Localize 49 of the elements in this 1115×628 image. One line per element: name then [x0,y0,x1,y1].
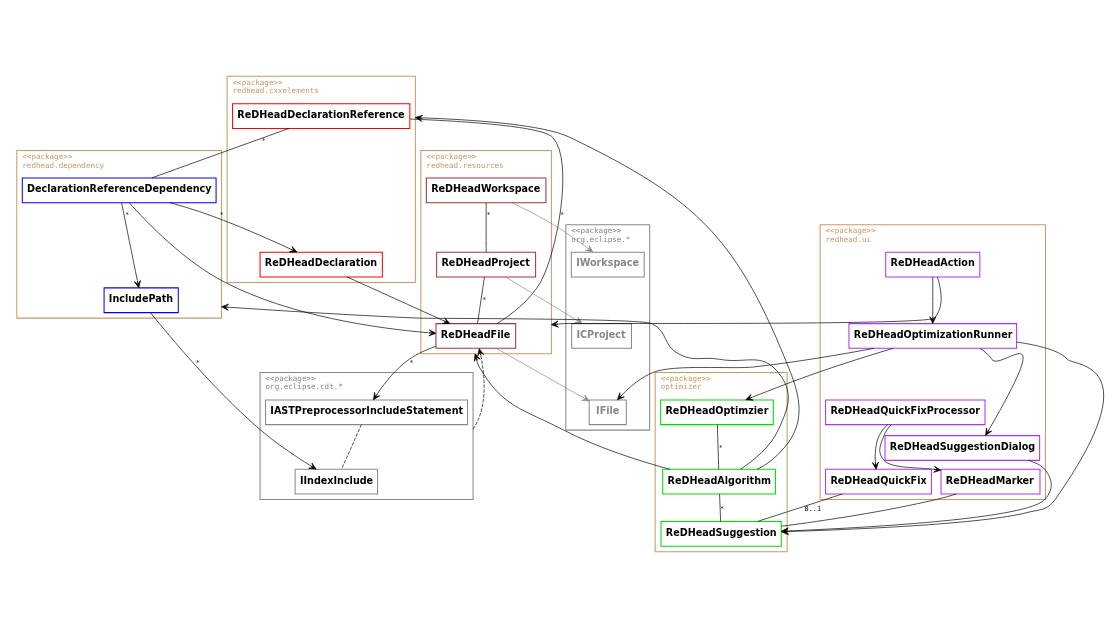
arrow [473,353,671,470]
arrow [169,202,298,253]
connector [717,424,720,470]
node-box: ICProject [571,323,632,349]
arrow [121,202,141,289]
node-box: ReDHeadOptimzier [660,399,774,426]
node-box: IIndexInclude [294,468,379,495]
arrow [505,276,583,324]
arrow [511,202,594,253]
arrow [373,345,437,401]
arrow [617,348,875,401]
arrow [150,312,317,470]
node-box: ReDHeadOptimizationRunner [848,323,1018,349]
node-box: IWorkspace [570,251,645,278]
connector [719,493,721,522]
connector [151,128,290,179]
arrow [496,348,590,402]
node-box: ReDHeadFile [435,323,517,349]
node-box: ReDHeadSuggestion [660,521,782,547]
arrow [745,348,894,401]
arrow [346,276,451,324]
connector [757,493,843,522]
arrow [221,303,789,470]
arrow [872,424,888,470]
arrow [415,115,800,470]
arrow [551,276,942,328]
arrow [472,348,485,430]
node-box: ReDHeadDeclaration [259,251,383,278]
connector [477,276,485,324]
node-box: ReDHeadSuggestionDialog [884,435,1041,461]
arrow [128,202,437,337]
arrow [979,348,1024,436]
node-box: ReDHeadProject [436,251,537,278]
node-box: ReDHeadMarker [940,468,1041,495]
connector [781,493,957,527]
node-box: DeclarationReferenceDependency [21,177,217,204]
node-box: IFile [588,399,627,426]
node-box: ReDHeadAlgorithm [662,468,776,495]
node-box: ReDHeadWorkspace [425,177,547,204]
node-box: ReDHeadDeclarationReference [232,103,411,129]
node-box: ReDHeadQuickFixProcessor [825,399,986,426]
connector [409,118,564,324]
connector [341,424,362,470]
node-box: ReDHeadAction [885,251,981,278]
arrow [879,424,942,473]
node-box: IASTPreprocessorIncludeStatement [265,399,469,426]
arrow [929,276,937,324]
node-box: ReDHeadQuickFix [825,468,932,495]
node-box: IncludePath [103,287,179,314]
